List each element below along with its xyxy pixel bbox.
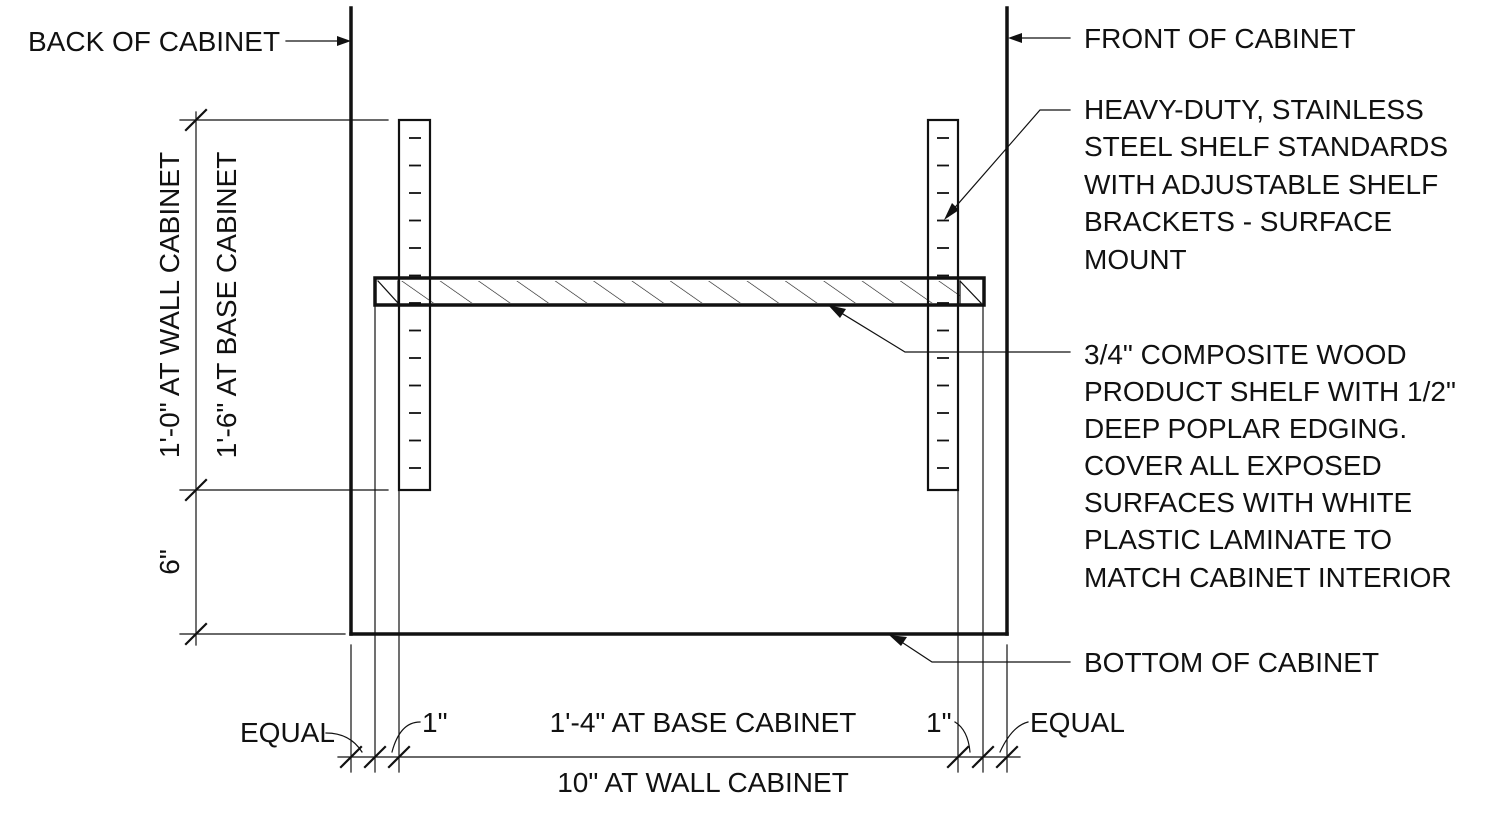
wall-width-dimension: 10" AT WALL CABINET [557,767,849,798]
shelf-note-line: SURFACES WITH WHITE [1084,487,1412,518]
shelf-note-line: MATCH CABINET INTERIOR [1084,562,1452,593]
shelf-note-line: COVER ALL EXPOSED [1084,450,1382,481]
vertical-dimension [179,108,389,646]
back-of-cabinet-label: BACK OF CABINET [28,26,280,57]
front-of-cabinet-leader [1008,33,1071,43]
standards-note-line: STEEL SHELF STANDARDS [1084,131,1448,162]
shelf-standards-leader [944,109,1071,220]
equal-right-label: EQUAL [1030,707,1125,738]
shelf-leader [828,305,1071,353]
equal-left-leader [325,732,363,753]
base-width-dimension: 1'-4" AT BASE CABINET [550,707,857,738]
shelf-note-line: 3/4" COMPOSITE WOOD [1084,339,1407,370]
standards-note-line: BRACKETS - SURFACE [1084,206,1392,237]
shelf-note-line: DEEP POPLAR EDGING. [1084,413,1407,444]
back-of-cabinet-leader [285,36,351,46]
horizontal-dimension [337,745,1021,769]
inch-left-label: 1" [422,707,448,738]
shelf-standards-note: HEAVY-DUTY, STAINLESS STEEL SHELF STANDA… [1084,94,1448,275]
inch-left-leader [391,721,421,753]
front-of-cabinet-label: FRONT OF CABINET [1084,23,1356,54]
equal-right-leader [999,721,1029,753]
shelf-note-line: PRODUCT SHELF WITH 1/2" [1084,376,1456,407]
inch-right-leader [954,721,971,753]
shelf-note: 3/4" COMPOSITE WOOD PRODUCT SHELF WITH 1… [1084,339,1456,593]
bottom-of-cabinet-leader [889,635,1071,663]
wall-height-dimension: 1'-0" AT WALL CABINET [154,152,185,458]
standards-note-line: HEAVY-DUTY, STAINLESS [1084,94,1424,125]
bottom-of-cabinet-label: BOTTOM OF CABINET [1084,647,1379,678]
base-height-dimension: 1'-6" AT BASE CABINET [211,152,242,459]
equal-left-label: EQUAL [240,717,335,748]
shelf-note-line: PLASTIC LAMINATE TO [1084,524,1392,555]
standards-note-line: MOUNT [1084,244,1187,275]
inch-right-label: 1" [926,707,952,738]
shelf [373,276,986,307]
standards-note-line: WITH ADJUSTABLE SHELF [1084,169,1438,200]
lower-gap-dimension: 6" [154,549,185,575]
